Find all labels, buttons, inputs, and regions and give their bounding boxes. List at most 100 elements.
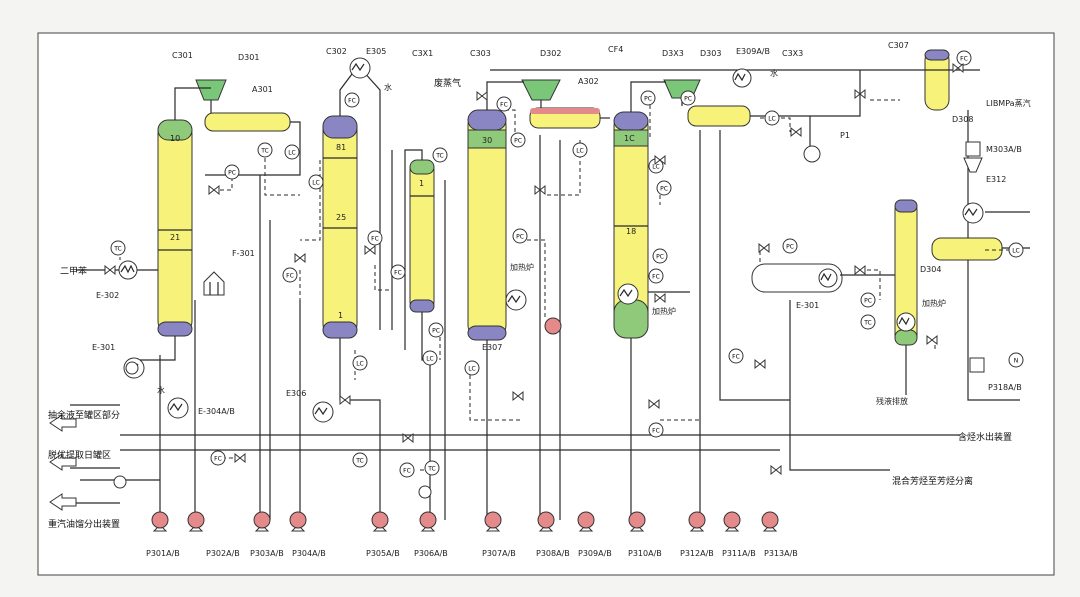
tag-e301: E-301: [92, 343, 115, 352]
tag-d304: D304: [920, 265, 941, 274]
svg-text:FC: FC: [348, 98, 356, 105]
aux-pump-1: [113, 475, 127, 489]
pump-tag-0: P301A/B: [146, 549, 180, 558]
instrument-tc-13: TC: [352, 452, 368, 468]
tray-label-c302-bot: 1: [338, 311, 343, 320]
valve-layer: [104, 62, 964, 476]
instrument-fc-32: FC: [648, 422, 664, 438]
svg-text:FC: FC: [371, 236, 379, 243]
svg-text:PC: PC: [684, 96, 692, 103]
stream-residual: 残液排放: [876, 396, 908, 406]
pump-tag-3: P304A/B: [292, 549, 326, 558]
column-c302: 81 25 1: [322, 115, 358, 339]
stream-heating-3: 加热炉: [922, 298, 946, 308]
control-valve-19: [648, 398, 660, 410]
instrument-tc-10: TC: [432, 147, 448, 163]
control-valve-2: [294, 252, 306, 264]
svg-text:LC: LC: [468, 366, 476, 373]
pump-tag-13: P318A/B: [988, 383, 1022, 392]
pump-2: [253, 511, 271, 532]
vessel-p1: [803, 145, 821, 163]
svg-text:PC: PC: [786, 244, 794, 251]
svg-text:TC: TC: [427, 466, 436, 473]
svg-text:FC: FC: [286, 273, 294, 280]
tag-c301: C301: [172, 51, 193, 60]
tag-e306: E306: [286, 389, 306, 398]
instrument-pc-29: PC: [860, 292, 876, 308]
exchanger-e304ab: [167, 397, 189, 419]
instrument-lc-12: LC: [422, 350, 438, 366]
tray-label-c301-mid: 21: [170, 233, 180, 242]
svg-text:FC: FC: [500, 102, 508, 109]
tray-label-c3x1-top: 1: [419, 179, 424, 188]
instrument-fc-7: FC: [367, 230, 383, 246]
stream-heating-1: 加热炉: [510, 262, 534, 272]
outlet-arrows: [49, 414, 77, 511]
exchanger-cf4-reboiler: [617, 283, 639, 305]
svg-text:LC: LC: [288, 150, 296, 157]
drum-e301: [751, 263, 843, 293]
furnace-f301: [203, 271, 225, 296]
control-valve-17: [790, 126, 802, 138]
svg-text:FC: FC: [403, 468, 411, 475]
svg-text:FC: FC: [960, 56, 968, 63]
air-cooler-a301: [195, 79, 227, 101]
pump-9: [628, 511, 646, 532]
instrument-fc-28: FC: [728, 348, 744, 364]
svg-text:FC: FC: [652, 274, 660, 281]
stream-water-1: 水: [157, 385, 165, 395]
instrument-tc-15: TC: [424, 460, 440, 476]
instrument-pc-18: PC: [512, 228, 528, 244]
svg-text:PC: PC: [656, 254, 664, 261]
stream-feed: 二甲苯: [60, 265, 87, 277]
tag-m303ab: M303A/B: [986, 145, 1022, 154]
tray-label-cf4-mid: 18: [626, 227, 636, 236]
control-valve-0: [104, 264, 116, 276]
stream-waste-gas: 废蒸气: [434, 77, 461, 89]
tray-label-c302-mid: 25: [336, 213, 346, 222]
control-valve-4: [402, 432, 414, 444]
control-valve-8: [654, 154, 666, 166]
exchanger-d304-reboiler: [896, 312, 916, 332]
instrument-n-35: N: [1008, 352, 1024, 368]
svg-text:PC: PC: [432, 328, 440, 335]
svg-text:FC: FC: [394, 270, 402, 277]
outlet-crude-tank: 抽余液至罐区部分: [48, 409, 120, 421]
instrument-fc-8: FC: [390, 264, 406, 280]
tag-d308: D308: [952, 115, 973, 124]
pump-tag-10: P312A/B: [680, 549, 714, 558]
exchanger-e309ab: [732, 68, 752, 88]
pump-10: [688, 511, 706, 532]
exchanger-e302: [118, 260, 138, 280]
pump-0: [151, 511, 169, 532]
control-valve-14: [854, 264, 866, 276]
pump-1: [187, 511, 205, 532]
instrument-tc-1: TC: [257, 142, 273, 158]
instrument-lc-20: LC: [464, 360, 480, 376]
svg-text:FC: FC: [732, 354, 740, 361]
control-valve-11: [770, 464, 782, 476]
instrument-pc-2: PC: [224, 164, 240, 180]
column-c3x1: 1: [409, 159, 435, 313]
tag-a301: A301: [252, 85, 273, 94]
instrument-pc-21: PC: [640, 90, 656, 106]
tag-d302: D302: [540, 49, 561, 58]
tag-p1: P1: [840, 131, 850, 140]
seal-pot-p318: [969, 357, 985, 373]
aux-pump-2: [544, 317, 562, 335]
tag-e312: E312: [986, 175, 1006, 184]
svg-text:PC: PC: [660, 186, 668, 193]
instrument-fc-33: FC: [956, 50, 972, 66]
instrument-fc-5: FC: [282, 267, 298, 283]
instrument-lc-34: LC: [1008, 242, 1024, 258]
control-valve-16: [476, 90, 488, 102]
tag-c307: C307: [888, 41, 909, 50]
svg-text:LC: LC: [426, 356, 434, 363]
pump-tag-5: P306A/B: [414, 549, 448, 558]
aux-pump-0: [125, 361, 139, 375]
control-lines: [119, 98, 1010, 471]
tag-d303: D303: [700, 49, 721, 58]
stream-water-2: 水: [384, 82, 392, 92]
